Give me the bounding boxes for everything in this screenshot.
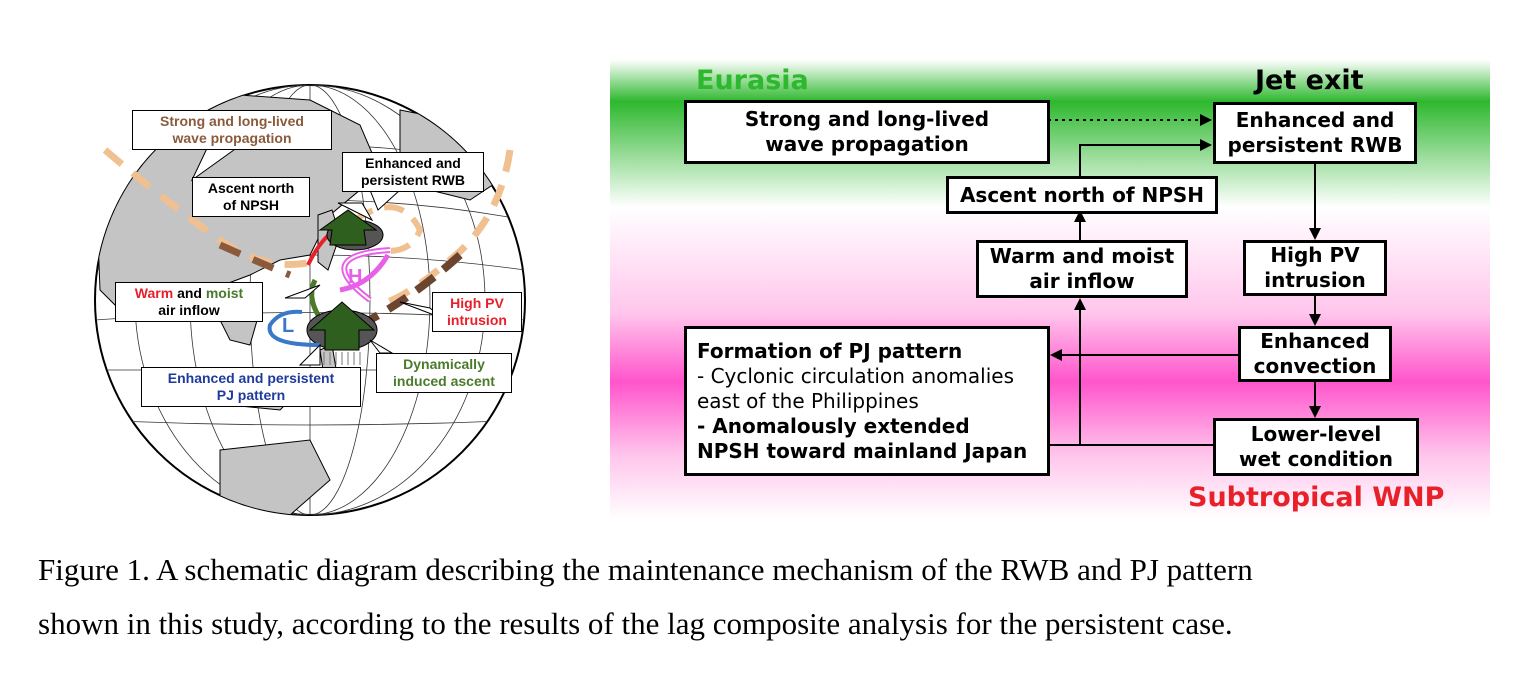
caption-line1: Figure 1. A schematic diagram describing… — [38, 552, 1253, 587]
pj-item1-line1: - Cyclonic circulation anomalies — [697, 363, 1014, 388]
rwb-label-line1: Enhanced and — [365, 155, 461, 171]
high-symbol: H — [348, 266, 362, 288]
box-pj-formation: Formation of PJ pattern - Cyclonic circu… — [684, 326, 1050, 476]
high-pv-label: High PV intrusion — [432, 292, 522, 332]
rwb-ridge-path — [353, 204, 424, 254]
and-word: and — [173, 285, 206, 301]
wave-label-line1: Strong and long-lived — [160, 113, 304, 129]
dynamic-ascent-arrow — [308, 301, 376, 351]
pj-item2-line1: - Anomalously extended — [697, 413, 970, 438]
box-warm-line2: air inflow — [1029, 269, 1135, 293]
pj-label-line1: Enhanced and persistent — [167, 370, 335, 386]
dyn-label-line1: Dynamically — [403, 356, 485, 372]
pj-title: Formation of PJ pattern — [697, 338, 963, 363]
box-rwb-line2: persistent RWB — [1227, 133, 1403, 157]
box-ascent-text: Ascent north of NPSH — [959, 182, 1205, 207]
pj-pattern-label: Enhanced and persistent PJ pattern — [141, 367, 361, 407]
region-subtropical-wnp: Subtropical WNP — [1188, 482, 1445, 513]
box-ascent-north: Ascent north of NPSH — [946, 176, 1218, 214]
upper-ascent-arrow — [318, 209, 378, 246]
wave-path-light — [102, 147, 322, 268]
warm-word: Warm — [134, 285, 174, 301]
box-pv-line1: High PV — [1270, 243, 1360, 267]
ascent-label-line1: Ascent north — [207, 180, 295, 196]
anticyclone-arrow-2 — [339, 253, 391, 293]
flow-diagram: Eurasia Jet exit Subtropical WNP Strong … — [610, 60, 1490, 520]
warm-moist-line1: Warm and moist — [122, 285, 256, 302]
box-high-pv: High PV intrusion — [1243, 240, 1387, 296]
box-wave-line1: Strong and long-lived — [744, 107, 990, 131]
ascent-to-rwb-arrow — [1079, 139, 1212, 178]
pv-label-line1: High PV — [450, 295, 504, 311]
box-lower-line1: Lower-level — [1250, 422, 1382, 446]
box-conv-line1: Enhanced — [1260, 329, 1370, 353]
dyn-label-line2: induced ascent — [393, 373, 495, 389]
box-warm-line1: Warm and moist — [989, 244, 1175, 268]
pv-label-line2: intrusion — [447, 312, 507, 328]
box-wave-line2: wave propagation — [765, 132, 969, 156]
pj-item1-line2: east of the Philippines — [697, 388, 919, 413]
box-lower-line2: wet condition — [1239, 447, 1393, 471]
box-wave-propagation: Strong and long-lived wave propagation — [684, 100, 1050, 164]
wave-propagation-label: Strong and long-lived wave propagation — [132, 110, 332, 150]
box-rwb-line1: Enhanced and — [1235, 108, 1395, 132]
box-lower-level: Lower-level wet condition — [1213, 418, 1419, 476]
air-inflow-line: air inflow — [158, 302, 220, 318]
box-rwb: Enhanced and persistent RWB — [1213, 102, 1417, 164]
rwb-label: Enhanced and persistent RWB — [342, 152, 484, 192]
rwb-label-line2: persistent RWB — [361, 172, 465, 188]
ascent-label-line2: of NPSH — [223, 197, 279, 213]
flow-arrows — [1048, 114, 1321, 446]
figure-caption: Figure 1. A schematic diagram describing… — [38, 543, 1508, 651]
pj-item2-line2: NPSH toward mainland Japan — [697, 438, 1028, 463]
moist-word: moist — [205, 285, 244, 301]
globe-schematic: H L Strong — [70, 40, 590, 530]
region-jet-exit: Jet exit — [1255, 65, 1364, 96]
box-warm-moist: Warm and moist air inflow — [976, 240, 1188, 298]
box-enhanced-convection: Enhanced convection — [1238, 326, 1392, 382]
wave-label-line2: wave propagation — [172, 130, 292, 146]
cyclone-arrow — [267, 309, 321, 347]
pj-label-line2: PJ pattern — [216, 387, 286, 403]
wave-path-dark-west — [218, 241, 292, 279]
low-symbol: L — [282, 315, 294, 337]
warm-moist-inflow-label: Warm and moist air inflow — [115, 282, 263, 322]
dynamic-ascent-label: Dynamically induced ascent — [376, 353, 512, 393]
caption-line2: shown in this study, according to the re… — [38, 606, 1233, 641]
box-conv-line2: convection — [1253, 354, 1377, 378]
ascent-north-label: Ascent north of NPSH — [192, 177, 310, 217]
box-pv-line2: intrusion — [1264, 268, 1366, 292]
callout-pointers — [190, 141, 443, 366]
region-eurasia: Eurasia — [696, 65, 809, 96]
